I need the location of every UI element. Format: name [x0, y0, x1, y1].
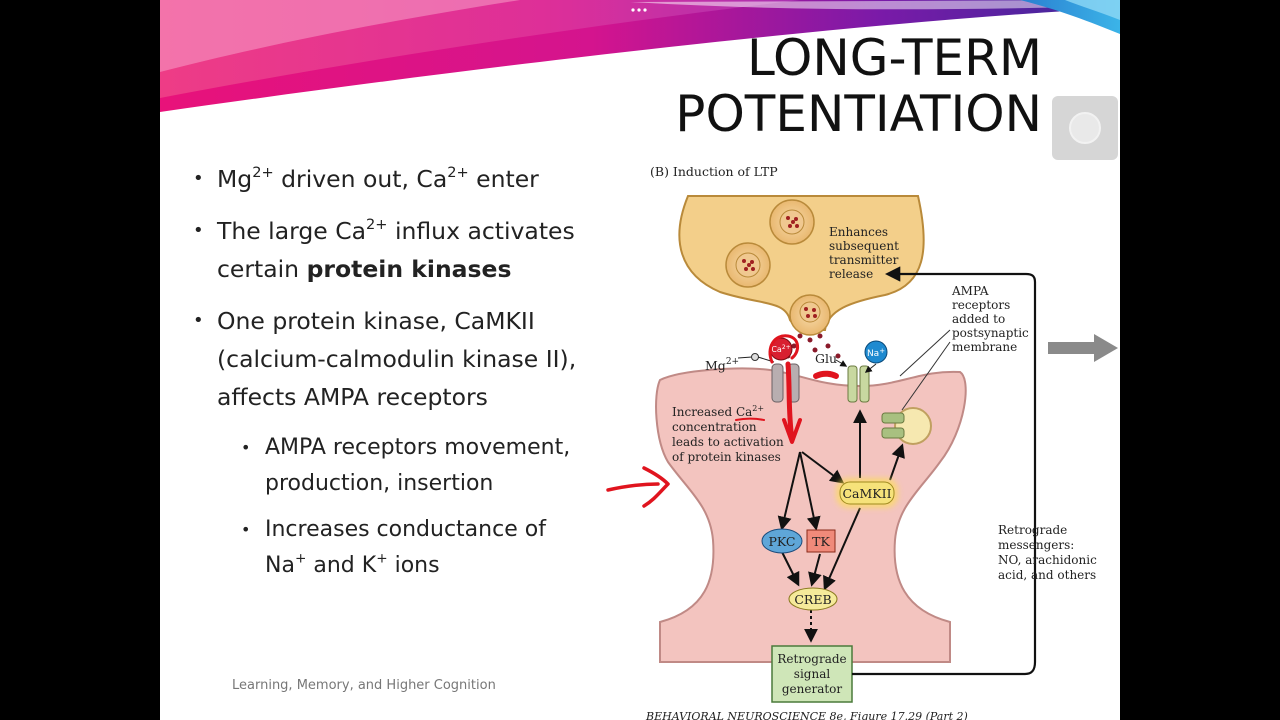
- label-increased-ca-3: leads to activation: [672, 435, 784, 449]
- camkii-box: CaMKII: [836, 478, 898, 508]
- mg-ion-icon: [751, 353, 759, 361]
- label-enhances-4: release: [829, 267, 873, 281]
- synaptic-vesicle-3: [789, 294, 831, 336]
- retrograde-generator-box: Retrograde signal generator: [771, 645, 853, 703]
- ca-ion-icon: Ca2+: [769, 337, 793, 361]
- svg-text:CaMKII: CaMKII: [842, 486, 891, 501]
- retrograde-feedback-path: [852, 266, 1037, 676]
- kinase-arrows: [777, 409, 905, 643]
- svg-text:CREB: CREB: [794, 592, 831, 607]
- slide: LONG-TERM POTENTIATION Mg2+ driven out, …: [160, 0, 1120, 720]
- diagram-heading: (B) Induction of LTP: [650, 164, 778, 179]
- postsynaptic-spine: [655, 367, 967, 663]
- glu-arrow: [835, 359, 848, 367]
- bullet-ca-influx: The large Ca2+ influx activates certain …: [193, 212, 593, 288]
- tk-box: TK: [806, 529, 836, 553]
- label-ampa-added-3: added to: [952, 312, 1005, 326]
- ampa-receptor: [847, 365, 870, 403]
- sub-bullet-ampa: AMPA receptors movement, production, ins…: [193, 430, 593, 502]
- bullet-camkii: One protein kinase, CaMKII (calcium-calm…: [193, 302, 593, 416]
- label-enhances-1: Enhances: [829, 225, 888, 239]
- synaptic-vesicle-2: [725, 242, 771, 288]
- next-arrow-icon[interactable]: [1048, 334, 1120, 362]
- label-retro-msg-3: NO, arachidonic: [998, 553, 1097, 567]
- na-arrow: [864, 363, 877, 373]
- svg-text:signal: signal: [794, 667, 831, 681]
- ampa-vesicle: [881, 407, 932, 445]
- svg-text:TK: TK: [812, 534, 830, 549]
- label-increased-ca-4: of protein kinases: [672, 450, 781, 464]
- label-ampa-added-1: AMPA: [951, 284, 989, 298]
- label-ampa-added-5: membrane: [952, 340, 1017, 354]
- label-enhances-2: subsequent: [829, 239, 899, 253]
- svg-text:Retrograde: Retrograde: [777, 652, 846, 666]
- label-ampa-added-2: receptors: [952, 298, 1010, 312]
- mg-line: [737, 356, 753, 359]
- label-retro-msg-4: acid, and others: [998, 568, 1096, 582]
- label-ampa-added-4: postsynaptic: [952, 326, 1029, 340]
- circle-icon: [1069, 112, 1101, 144]
- bullet-list: Mg2+ driven out, Ca2+ enter The large Ca…: [193, 160, 593, 594]
- label-retro-msg-2: messengers:: [998, 538, 1074, 552]
- label-increased-ca-2: concentration: [672, 420, 757, 434]
- svg-text:generator: generator: [782, 682, 843, 696]
- creb-box: CREB: [788, 587, 838, 611]
- label-glu: Glu: [815, 351, 837, 366]
- figure-caption: BEHAVIORAL NEUROSCIENCE 8e, Figure 17.29…: [646, 710, 968, 720]
- label-retro-msg-1: Retrograde: [998, 523, 1067, 537]
- slide-footer: Learning, Memory, and Higher Cognition: [232, 678, 496, 693]
- bullet-mg-ca: Mg2+ driven out, Ca2+ enter: [193, 160, 593, 198]
- label-increased-ca-1: Increased Ca2+: [672, 404, 764, 419]
- sub-bullet-conductance: Increases conductance of Na+ and K+ ions: [193, 512, 593, 584]
- svg-text:Ca2+: Ca2+: [771, 344, 790, 354]
- svg-text:PKC: PKC: [769, 534, 796, 549]
- nav-circle-button[interactable]: [1052, 96, 1118, 160]
- title-line-1: LONG-TERM: [746, 29, 1042, 87]
- pkc-box: PKC: [761, 528, 803, 554]
- ltp-diagram: (B) Induction of LTP Enhances subsequent…: [606, 164, 1097, 703]
- svg-text:Na+: Na+: [867, 347, 885, 359]
- ampa-added-pointer-2: [901, 341, 951, 411]
- label-enhances-3: transmitter: [829, 253, 899, 267]
- ampa-added-pointer-1: [899, 329, 951, 377]
- slide-title: LONG-TERM POTENTIATION: [675, 30, 1042, 142]
- synaptic-vesicle-1: [769, 199, 815, 245]
- na-ion-icon: Na+: [864, 340, 888, 364]
- title-line-2: POTENTIATION: [675, 85, 1042, 143]
- header-decoration: [160, 0, 1120, 112]
- red-annotations: [606, 334, 839, 508]
- label-mg: Mg2+: [705, 357, 739, 373]
